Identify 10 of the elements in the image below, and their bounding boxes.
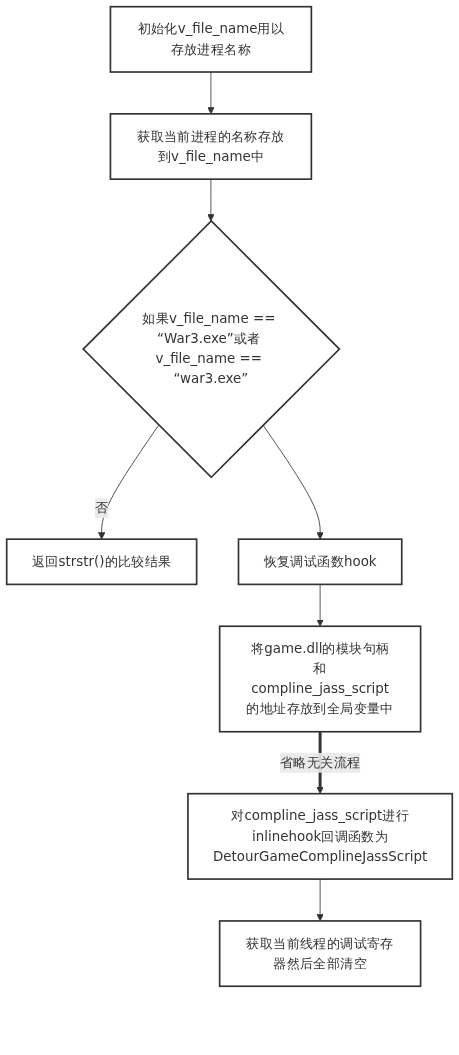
node-box: 返回strstr()的比较结果 [5, 538, 198, 586]
node-box: 恢复调试函数hook [237, 538, 403, 586]
node-box: 获取当前线程的调试寄存器然后全部清空 [218, 920, 422, 988]
edge-label: 否 [94, 499, 109, 516]
node-diamond: 如果v_file_name == “War3.exe”或者 v_file_name == “war3.exe” [82, 219, 341, 479]
node-box: 对compline_jass_script进行inlinehook回调函数为DetourGameComplineJassScript [187, 792, 454, 880]
node-box: 初始化v_file_name用以存放进程名称 [109, 5, 313, 73]
node-box: 获取当前进程的名称存放到v_file_name中 [109, 113, 313, 180]
node-box: 将game.dll的模块句柄和compline_jass_script的地址存放到全局变量中 [218, 625, 422, 733]
edge-label: 省略无关流程 [279, 754, 361, 771]
